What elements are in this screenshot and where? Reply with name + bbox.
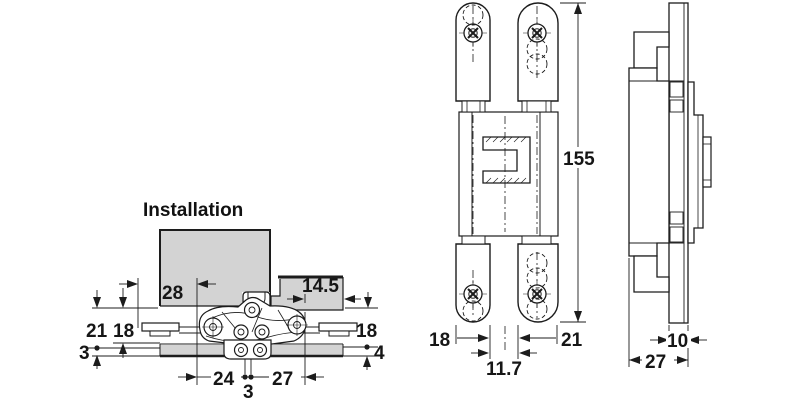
dim-18-left-label: 18: [113, 321, 134, 342]
dim-dot: [248, 374, 254, 380]
dim-155: 155: [560, 2, 596, 323]
dim-dot: [364, 344, 370, 350]
installation-title: Installation: [143, 200, 243, 221]
dim-4-right-label: 4: [374, 343, 385, 364]
drill-position-circles: [462, 4, 548, 322]
hinge-mechanism: [198, 291, 308, 360]
side-frame-bar: [668, 2, 689, 324]
screw-bottom-left: [459, 280, 487, 308]
side-view: 10 27: [628, 2, 712, 373]
dim-24-label: 24: [213, 369, 235, 390]
front-hinge-body: [458, 100, 559, 245]
dim-18-front-label: 18: [429, 330, 450, 351]
front-view: 155 18 21 11.7: [429, 2, 596, 380]
side-mounting-tab: [702, 136, 712, 188]
side-slab: [628, 67, 670, 257]
dim-28-label: 28: [162, 283, 183, 304]
dim-27-label: 27: [272, 369, 293, 390]
dim-14-5-label: 14.5: [302, 276, 339, 297]
screw-top-left: [459, 19, 487, 47]
dimension-arrows: [93, 280, 372, 381]
side-dims: 10 27: [628, 258, 707, 373]
dim-dot: [242, 374, 248, 380]
front-c-bracket: [482, 136, 531, 184]
dim-3-left-label: 3: [79, 343, 90, 364]
side-lower-step-block: [633, 255, 670, 293]
dim-18-right-label: 18: [356, 321, 377, 342]
left-mounting-plate: [141, 322, 206, 337]
dim-3-bottom-label: 3: [243, 382, 254, 400]
side-upper-step-block: [633, 31, 670, 69]
dim-11-7-label: 11.7: [486, 359, 522, 380]
dim-155-label: 155: [563, 149, 595, 170]
frame-panel: [270, 275, 344, 311]
screw-bottom-right: [523, 280, 551, 308]
hatch-ticks: [485, 136, 527, 184]
dim-21-left-label: 21: [86, 321, 108, 342]
front-leaf-top-left: [455, 2, 491, 102]
installation-view: Installation: [79, 200, 385, 400]
screw-top-right: [523, 19, 551, 47]
front-bottom-dims: 18 21 11.7: [429, 325, 583, 380]
screws: [459, 19, 551, 308]
front-leaf-bottom-right: [517, 243, 559, 323]
side-door-column: [687, 81, 704, 244]
front-leaf-top-right: [517, 2, 559, 102]
dim-21-front-label: 21: [561, 330, 583, 351]
dim-27-side-label: 27: [645, 352, 666, 373]
dim-dot: [94, 345, 100, 351]
dim-10-label: 10: [667, 331, 688, 352]
lower-strip-left: [159, 343, 232, 358]
